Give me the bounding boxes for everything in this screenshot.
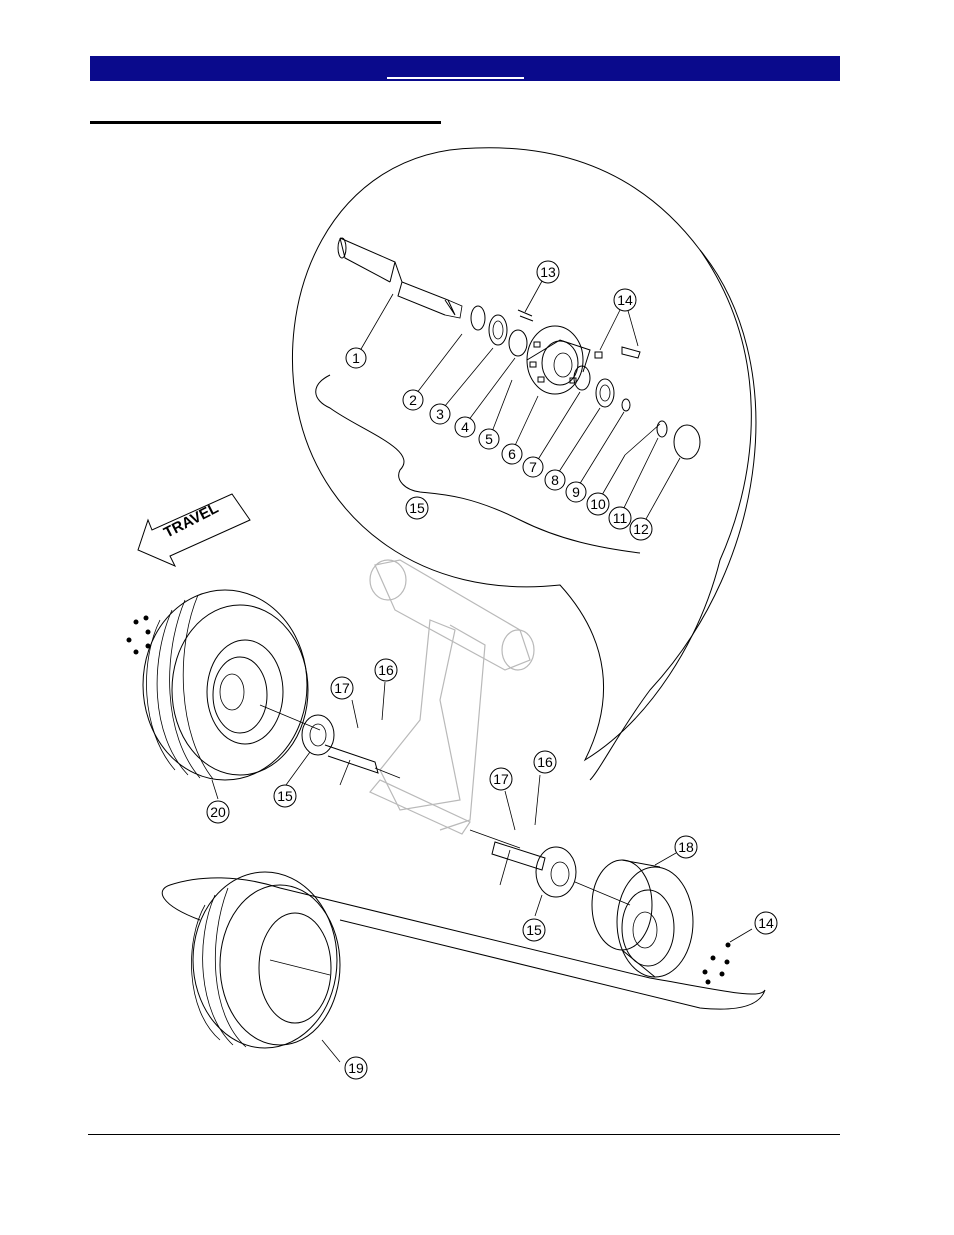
callout-15-right: 15 (523, 919, 545, 941)
callout-16-right: 16 (534, 751, 556, 773)
spindle-shaft (338, 238, 462, 318)
svg-text:9: 9 (572, 484, 580, 500)
svg-text:11: 11 (613, 510, 628, 526)
svg-text:14: 14 (617, 292, 633, 308)
svg-text:15: 15 (526, 922, 542, 938)
callout-15-left: 15 (274, 785, 296, 807)
svg-text:8: 8 (551, 472, 559, 488)
callout-2: 2 (403, 390, 423, 410)
left-lug-nuts (127, 616, 151, 655)
svg-text:17: 17 (334, 680, 350, 696)
svg-text:5: 5 (485, 431, 493, 447)
callout-3: 3 (430, 404, 450, 424)
callout-6: 6 (502, 444, 522, 464)
svg-text:3: 3 (436, 406, 444, 422)
assembly-bracket (316, 375, 640, 553)
callout-4: 4 (455, 417, 475, 437)
callout-1: 1 (346, 348, 366, 368)
svg-text:16: 16 (378, 662, 394, 678)
svg-text:15: 15 (277, 788, 293, 804)
svg-text:16: 16 (537, 754, 553, 770)
callout-17-left: 17 (331, 677, 353, 699)
svg-text:6: 6 (508, 446, 516, 462)
ground-outline (162, 878, 765, 1009)
svg-text:12: 12 (633, 521, 649, 537)
svg-text:4: 4 (461, 419, 469, 435)
callout-5: 5 (479, 429, 499, 449)
svg-text:19: 19 (348, 1060, 364, 1076)
axle-frame-ghost (370, 560, 534, 834)
svg-text:13: 13 (540, 264, 556, 280)
svg-text:15: 15 (409, 500, 425, 516)
svg-text:20: 20 (210, 804, 226, 820)
callout-20: 20 (207, 801, 229, 823)
right-lug-nuts (703, 943, 731, 985)
hub-body (527, 326, 590, 394)
callout-19: 19 (345, 1057, 367, 1079)
callout-11: 11 (609, 507, 631, 529)
svg-text:10: 10 (590, 496, 606, 512)
callout-10: 10 (587, 493, 609, 515)
bearing-cups-cones (471, 306, 700, 459)
callout-14-right: 14 (755, 912, 777, 934)
callout-14-detail: 14 (614, 289, 636, 311)
svg-text:18: 18 (678, 839, 694, 855)
callout-15-detail: 15 (406, 497, 428, 519)
lower-tire (191, 872, 340, 1048)
svg-text:14: 14 (758, 915, 774, 931)
callout-12: 12 (630, 518, 652, 540)
svg-text:1: 1 (352, 350, 360, 366)
left-tire (143, 590, 308, 780)
left-hub-axle (260, 705, 400, 785)
callout-17-right: 17 (490, 768, 512, 790)
callout-18: 18 (675, 836, 697, 858)
right-rim (592, 860, 693, 977)
callout-8: 8 (545, 470, 565, 490)
svg-text:7: 7 (529, 459, 537, 475)
callout-9: 9 (566, 482, 586, 502)
callout-16-left: 16 (375, 659, 397, 681)
travel-arrow: TRAVEL (138, 494, 250, 566)
travel-label: TRAVEL (161, 500, 221, 542)
svg-text:2: 2 (409, 392, 417, 408)
callout-13: 13 (537, 261, 559, 283)
callout-7: 7 (523, 457, 543, 477)
svg-text:17: 17 (493, 771, 509, 787)
